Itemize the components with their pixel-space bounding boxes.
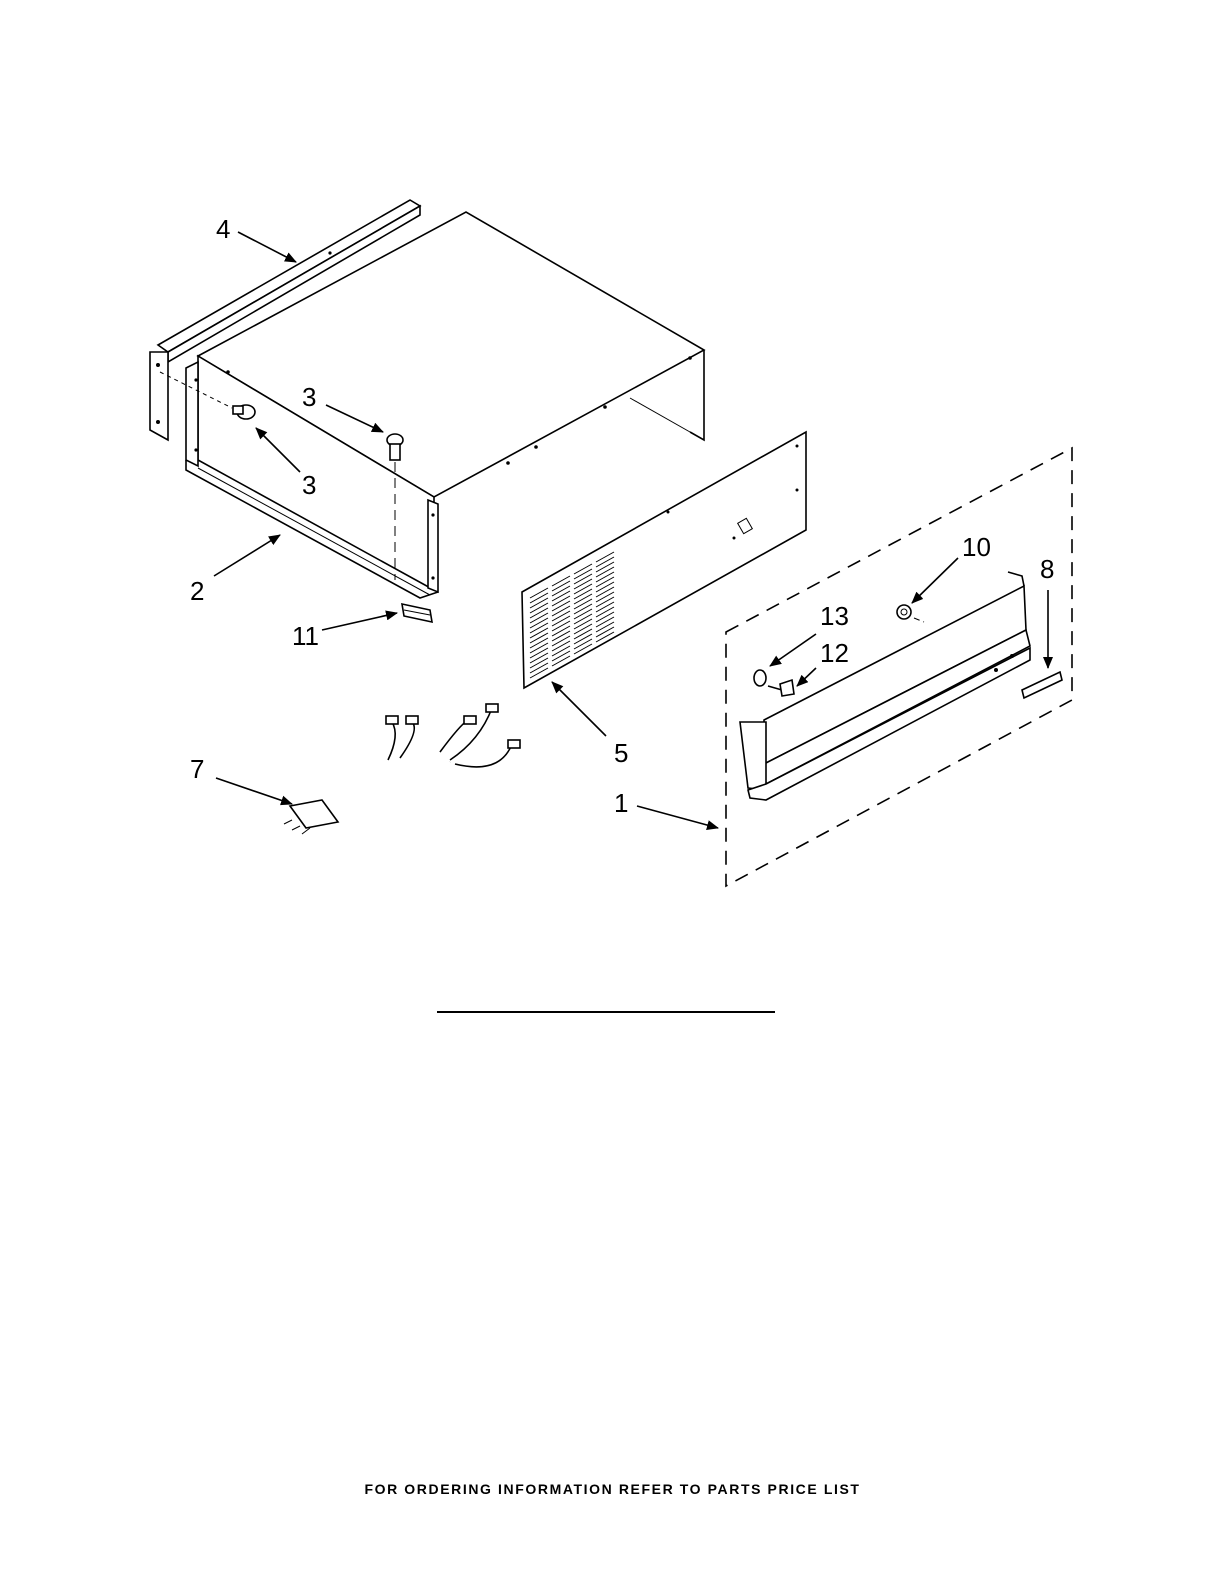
callout-3-top: 3	[302, 382, 316, 412]
callout-12: 12	[820, 638, 849, 668]
leader-13	[770, 634, 816, 666]
callout-7: 7	[190, 754, 204, 784]
leader-5	[552, 682, 606, 736]
ordering-info-note: FOR ORDERING INFORMATION REFER TO PARTS …	[0, 1481, 1225, 1497]
leader-11	[322, 613, 397, 630]
callout-13: 13	[820, 601, 849, 631]
callout-1: 1	[614, 788, 628, 818]
part-11-clip	[402, 604, 432, 622]
leader-2	[214, 535, 280, 576]
part-12-screw	[768, 680, 794, 696]
leader-4	[238, 232, 296, 262]
section-rule	[437, 1011, 775, 1013]
leader-12	[797, 668, 816, 686]
callout-3-side: 3	[302, 470, 316, 500]
leader-1	[637, 806, 718, 828]
callout-10: 10	[962, 532, 991, 562]
part-10-nut	[897, 605, 924, 622]
part-7-wire-harness	[284, 704, 520, 834]
part-5-grille-panel	[522, 432, 806, 688]
part-8-nameplate	[1022, 672, 1062, 698]
callout-5: 5	[614, 738, 628, 768]
callout-8: 8	[1040, 554, 1054, 584]
part-13-washer	[754, 670, 766, 686]
callout-11: 11	[292, 621, 319, 651]
callout-4: 4	[216, 214, 230, 244]
callout-2: 2	[190, 576, 204, 606]
leader-7	[216, 778, 292, 804]
leader-10	[912, 558, 958, 603]
